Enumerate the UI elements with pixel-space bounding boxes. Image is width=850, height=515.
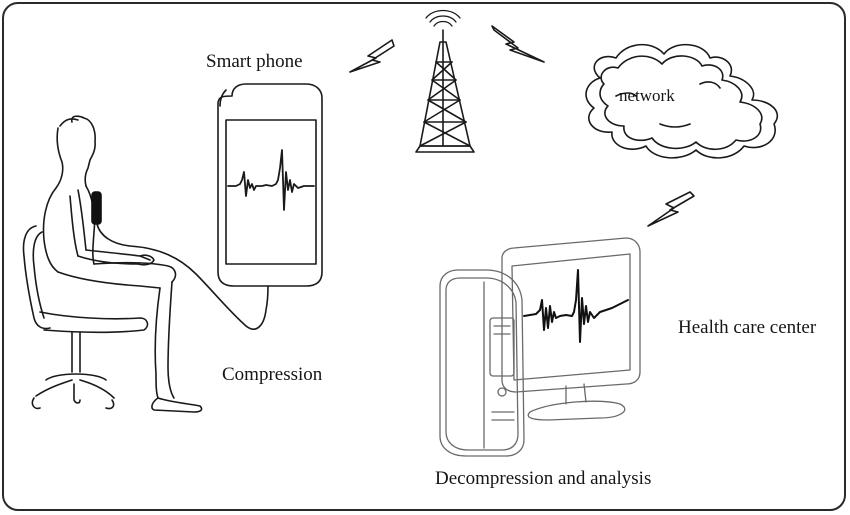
smartphone-icon xyxy=(217,83,323,287)
compression-label: Compression xyxy=(222,364,323,385)
seated-person-icon xyxy=(42,115,203,413)
lightning-bolt-icon xyxy=(349,39,395,73)
antenna-tower-icon xyxy=(415,9,475,153)
wireless-signal-icon xyxy=(425,9,461,27)
chair-icon xyxy=(22,225,149,410)
monitor-icon xyxy=(501,237,641,421)
decompression-analysis-label: Decompression and analysis xyxy=(435,468,652,489)
smart-phone-label: Smart phone xyxy=(206,51,303,72)
ecg-waveform-icon xyxy=(227,149,315,211)
health-care-center-label: Health care center xyxy=(678,317,817,338)
lightning-bolt-icon xyxy=(647,191,695,227)
computer-tower-icon xyxy=(439,269,525,457)
network-label: network xyxy=(619,86,675,105)
cloud-icon xyxy=(585,43,779,159)
lightning-bolt-icon xyxy=(491,25,545,63)
ecg-sensor-icon xyxy=(91,191,269,330)
ecg-waveform-icon xyxy=(523,269,629,343)
